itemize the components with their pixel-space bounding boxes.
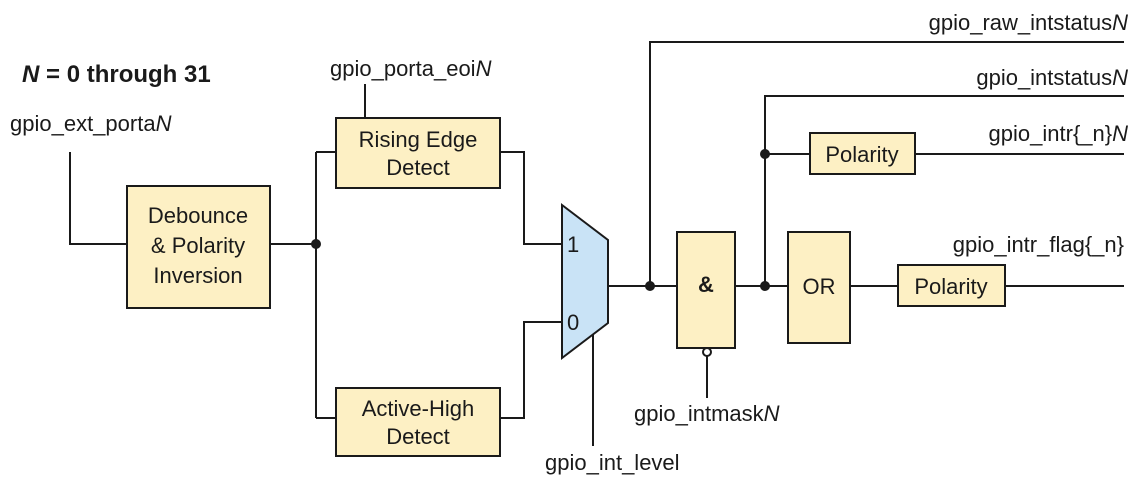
mux-input-1-label: 1 <box>567 232 579 257</box>
active-line-1: Active-High <box>362 396 474 421</box>
block-rising-edge-detect: Rising Edge Detect <box>335 117 501 189</box>
rising-line-2: Detect <box>386 155 450 180</box>
debounce-line-3: Inversion <box>153 263 242 288</box>
junction-intr <box>760 149 770 159</box>
junction-raw <box>645 281 655 291</box>
block-active-high-detect: Active-High Detect <box>335 387 501 457</box>
label-gpio-intmask: gpio_intmaskN <box>634 401 780 426</box>
label-gpio-intstatus: gpio_intstatusN <box>976 65 1128 90</box>
active-line-2: Detect <box>386 424 450 449</box>
debounce-line-1: Debounce <box>148 203 248 228</box>
block-polarity-bottom: Polarity <box>897 264 1006 307</box>
debounce-line-2: & Polarity <box>151 233 245 258</box>
label-gpio-intr-flag: gpio_intr_flag{_n} <box>953 232 1124 257</box>
and-gate-label: & <box>698 272 714 297</box>
label-gpio-intr: gpio_intr{_n}N <box>989 121 1129 146</box>
junction-intstatus <box>760 281 770 291</box>
range-title: N = 0 through 31 <box>22 61 211 88</box>
polarity-top-label: Polarity <box>825 142 898 167</box>
label-gpio-int-level: gpio_int_level <box>545 450 680 475</box>
label-gpio-raw-intstatus: gpio_raw_intstatusN <box>929 10 1128 35</box>
junction-split <box>311 239 321 249</box>
wire-rising-to-mux <box>500 151 562 245</box>
wire-intstatus <box>764 95 1124 286</box>
wire-ext-porta <box>69 152 127 245</box>
rising-line-1: Rising Edge <box>359 127 478 152</box>
block-polarity-top: Polarity <box>809 132 916 175</box>
junctions <box>311 149 770 291</box>
polarity-bottom-label: Polarity <box>914 274 987 299</box>
mux-input-0-label: 0 <box>567 310 579 335</box>
block-and-gate: & <box>676 231 736 357</box>
wire-raw-intstatus <box>649 41 1124 286</box>
label-gpio-ext-porta: gpio_ext_portaN <box>10 111 172 136</box>
block-mux: 1 0 <box>561 202 609 361</box>
block-or-gate: OR <box>787 231 851 344</box>
wire-active-to-mux <box>500 321 562 419</box>
label-gpio-porta-eoi: gpio_porta_eoiN <box>330 56 492 81</box>
intmask-inversion-bubble <box>702 347 712 357</box>
block-debounce: Debounce & Polarity Inversion <box>126 185 271 309</box>
or-gate-label: OR <box>803 274 836 299</box>
